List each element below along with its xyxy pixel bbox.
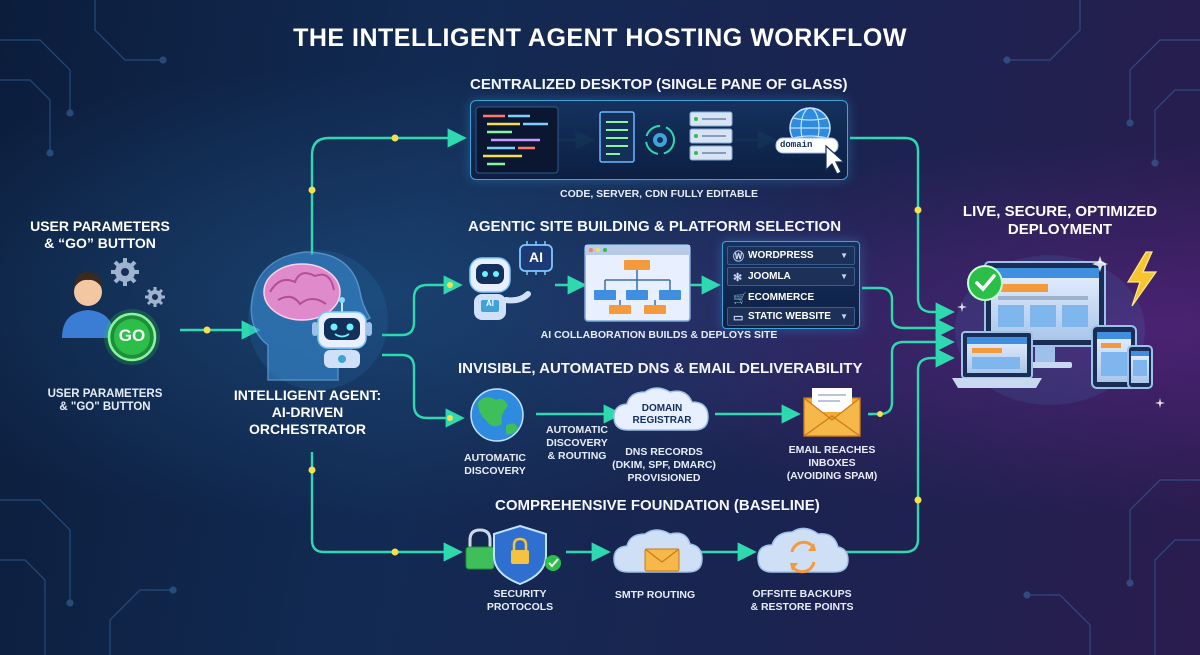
platform-selector: Ⓦ WORDPRESS ▼ ✻ JOOMLA ▼ 🛒 ECOMMERCE ▭ S… (722, 241, 860, 329)
agent-label: INTELLIGENT AGENT: AI-DRIVEN ORCHESTRATO… (233, 387, 382, 437)
site-building-caption: AI COLLABORATION BUILDS & DEPLOYS SITE (540, 329, 778, 341)
page-icon: ▭ (733, 312, 744, 324)
platform-option-wordpress[interactable]: Ⓦ WORDPRESS ▼ (727, 246, 855, 265)
user-heading: USER PARAMETERS & “GO” BUTTON (30, 218, 170, 251)
backup-caption: OFFSITE BACKUPS & RESTORE POINTS (750, 588, 854, 613)
domain-registrar-label: DOMAIN REGISTRAR (632, 403, 692, 426)
security-caption: SECURITY PROTOCOLS (486, 588, 554, 613)
chevron-down-icon: ▼ (840, 272, 848, 281)
cart-icon: 🛒 (733, 293, 747, 305)
robot-ai-tag: AI (486, 299, 494, 308)
main-title: THE INTELLIGENT AGENT HOSTING WORKFLOW (293, 24, 907, 52)
platform-option-joomla[interactable]: ✻ JOOMLA ▼ (727, 267, 855, 286)
connector-nodes (203, 134, 922, 556)
go-button[interactable]: GO (118, 326, 146, 345)
ai-badge: AI (529, 249, 543, 265)
deployment-label: LIVE, SECURE, OPTIMIZED DEPLOYMENT (962, 203, 1158, 238)
globe-caption: AUTOMATIC DISCOVERY (463, 452, 527, 477)
platform-option-ecommerce[interactable]: 🛒 ECOMMERCE (727, 288, 855, 307)
desktop-caption: CODE, SERVER, CDN FULLY EDITABLE (560, 188, 758, 200)
foundation-title: COMPREHENSIVE FOUNDATION (BASELINE) (495, 497, 820, 514)
domain-field[interactable]: domain .... (780, 140, 813, 160)
site-building-title: AGENTIC SITE BUILDING & PLATFORM SELECTI… (468, 218, 842, 235)
email-caption: EMAIL REACHES INBOXES (AVOIDING SPAM) (786, 444, 878, 482)
dns-title: INVISIBLE, AUTOMATED DNS & EMAIL DELIVER… (458, 360, 863, 377)
desktop-title: CENTRALIZED DESKTOP (SINGLE PANE OF GLAS… (470, 76, 848, 93)
platform-option-static[interactable]: ▭ STATIC WEBSITE ▼ (727, 307, 855, 326)
user-caption: USER PARAMETERS & "GO" BUTTON (47, 388, 163, 413)
smtp-caption: SMTP ROUTING (614, 589, 696, 601)
routing-caption: AUTOMATIC DISCOVERY & ROUTING (545, 424, 609, 462)
chevron-down-icon: ▼ (840, 312, 848, 321)
joomla-icon: ✻ (733, 272, 743, 284)
dns-records-caption: DNS RECORDS (DKIM, SPF, DMARC) PROVISION… (612, 446, 716, 484)
wordpress-icon: Ⓦ (733, 251, 744, 263)
chevron-down-icon: ▼ (840, 251, 848, 260)
